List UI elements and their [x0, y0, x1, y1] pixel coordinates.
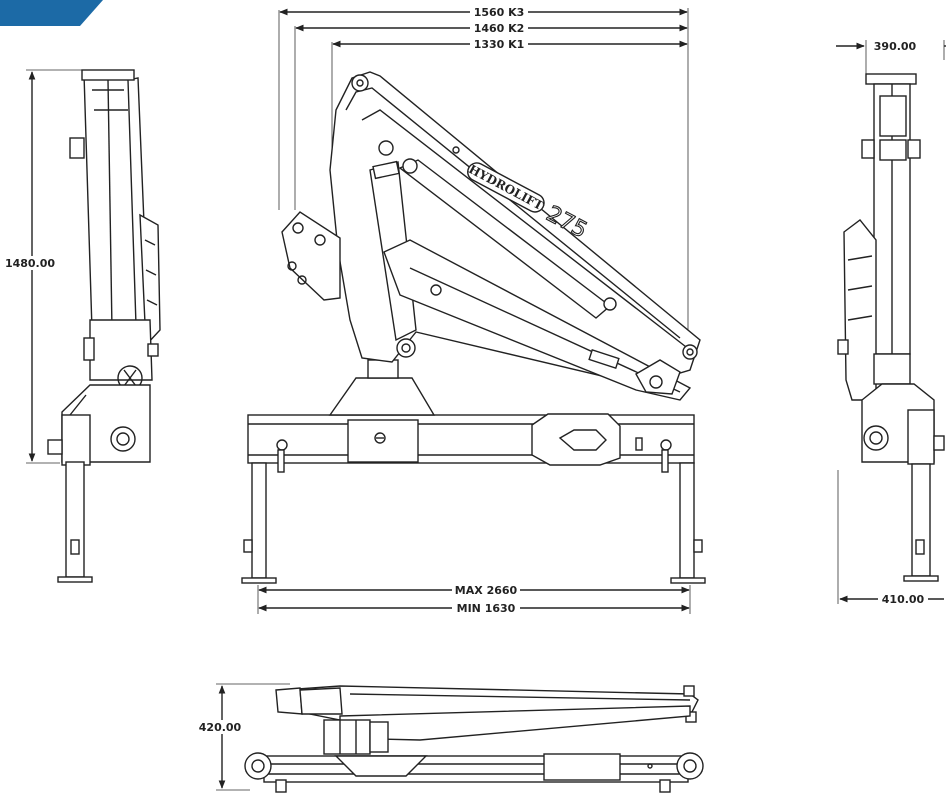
boom-reach-dimensions: 1560 K3 1460 K2 1330 K1: [278, 5, 689, 360]
dim-folded-height-label: 420.00: [199, 721, 242, 734]
main-front-view: HYDROLIFT 275: [241, 71, 706, 584]
side-view-left: 1480.00: [4, 69, 161, 583]
folded-top-view: 420.00: [198, 683, 704, 793]
corner-accent: [0, 0, 103, 26]
dim-height-label: 1480.00: [5, 257, 55, 270]
boom-tip: [281, 211, 341, 301]
dim-k3-label: 1560 K3: [474, 6, 525, 19]
base-beam: [247, 414, 695, 464]
side-view-right: 390.00 410.00: [836, 39, 946, 606]
dim-k1-label: 1330 K1: [474, 38, 525, 51]
dim-min-span-label: MIN 1630: [457, 602, 516, 615]
span-dimensions: MAX 2660 MIN 1630: [257, 583, 691, 615]
brand-plate: [467, 162, 545, 213]
dim-k2-label: 1460 K2: [474, 22, 525, 35]
dim-max-span-label: MAX 2660: [455, 584, 518, 597]
dim-width-bottom-label: 410.00: [882, 593, 925, 606]
dim-width-top-label: 390.00: [874, 40, 917, 53]
